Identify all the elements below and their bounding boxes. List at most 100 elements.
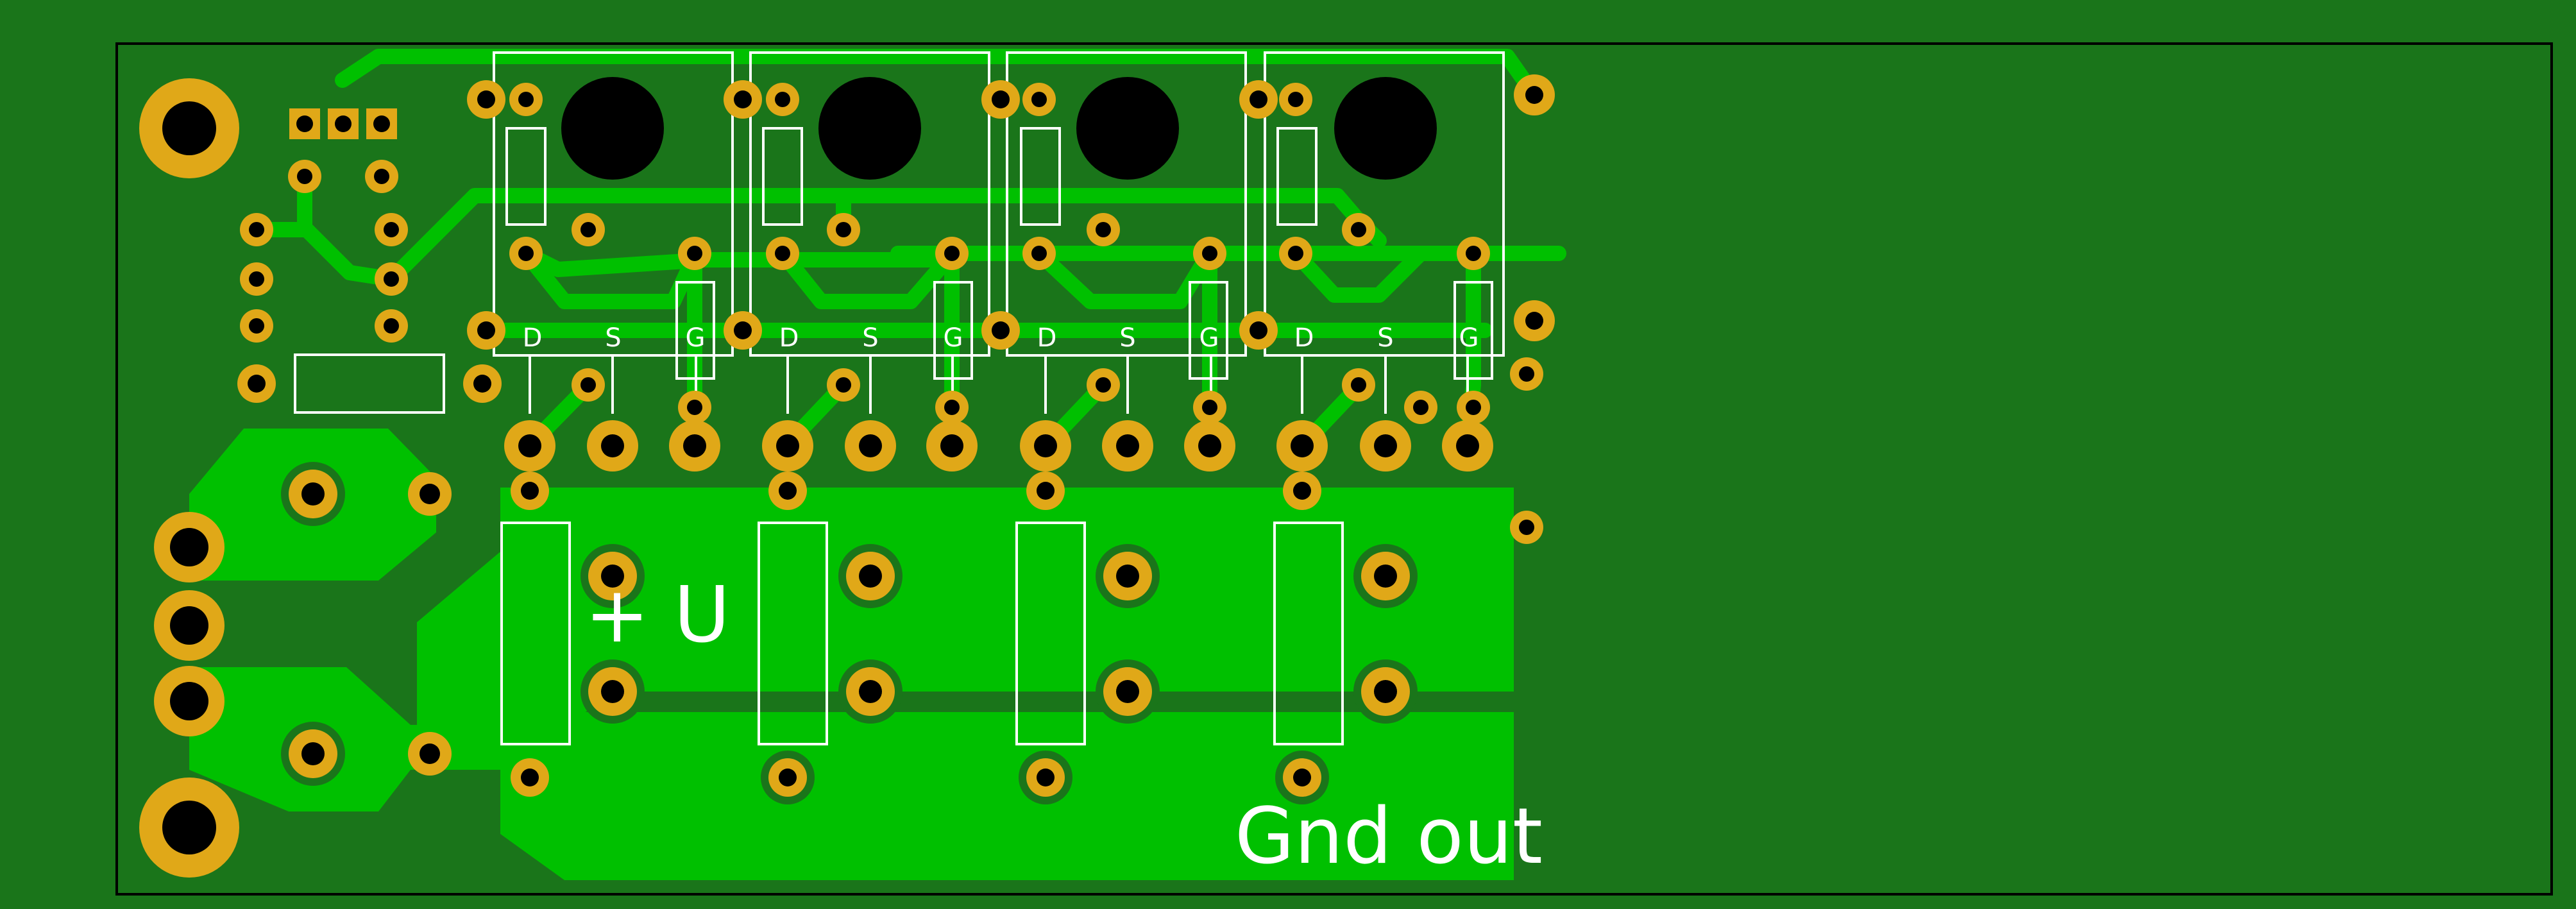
pin-label-s: S (1377, 323, 1393, 353)
transistor-outline-3 (1006, 51, 1247, 357)
drain-pad-hole (776, 434, 799, 457)
source-pad-hole (1116, 434, 1139, 457)
transistor-tab-pad-top-hole (734, 90, 752, 108)
left-pad-hole (384, 222, 399, 237)
gate-resistor-pad-top-hole (944, 246, 960, 261)
right-pad-hole (1519, 366, 1534, 382)
bias-pad-hole (836, 222, 851, 237)
resistor-pad-top-hole (1031, 92, 1047, 107)
pads (139, 74, 1559, 878)
gate-link-pad-hole (836, 377, 851, 393)
ground-pour (500, 712, 1514, 880)
transistor-tab-pad-top-hole (1250, 90, 1267, 108)
heatsink-holes (561, 77, 1437, 180)
trace-q2-link (775, 246, 960, 309)
left-pour-pad-hole (419, 743, 440, 764)
resistor-gate-4 (1453, 281, 1493, 380)
resistor-vert-4 (1276, 127, 1318, 226)
heatsink-hole-3 (1076, 77, 1179, 180)
mounting-hole-top-hole (162, 101, 216, 155)
pin-label-s: S (605, 323, 621, 353)
left-pad-hole (384, 271, 399, 287)
bus-pad-top-hole (601, 565, 624, 588)
bus-pad-top-hole (1116, 565, 1139, 588)
right-pad-hole (1525, 312, 1543, 330)
gate-resistor-pad-bottom-hole (687, 400, 702, 415)
pin-label-g: G (1199, 323, 1219, 353)
bus-pad-bottom-hole (1116, 680, 1139, 703)
board-outline (115, 42, 2553, 896)
power-resistor-pad-top-hole (521, 482, 539, 500)
left-pour-pad-hole (419, 484, 440, 504)
pin-label-d: D (779, 323, 799, 353)
source-pad-hole (1374, 434, 1397, 457)
power-resistor-pad-bottom-hole (1293, 769, 1311, 786)
bias-pad-hole (1351, 222, 1366, 237)
pin-label-g: G (1459, 323, 1479, 353)
drain-pad-hole (1291, 434, 1314, 457)
resistor-pad-right-hole (473, 375, 491, 393)
gate-link-pad-hole (1096, 377, 1111, 393)
power-resistor-pad-bottom-hole (1037, 769, 1055, 786)
power-label: + U (585, 571, 731, 660)
pin-label-d: D (523, 323, 543, 353)
header-pad-2-hole (335, 115, 352, 132)
right-pad-hole (1413, 400, 1428, 415)
resistor-pad-top-hole (775, 92, 790, 107)
resistor-power-1 (500, 522, 571, 745)
gate-resistor-pad-bottom-hole (1202, 400, 1217, 415)
drain-pad-hole (518, 434, 541, 457)
resistor-horizontal (294, 353, 445, 414)
drain-pad-hole (1034, 434, 1057, 457)
power-resistor-pad-top-hole (779, 482, 797, 500)
resistor-gate-3 (1189, 281, 1228, 380)
resistor-vert-2 (762, 127, 803, 226)
gate-resistor-pad-top-hole (1202, 246, 1217, 261)
transistor-outline-4 (1264, 51, 1505, 357)
right-pad-hole (1519, 520, 1534, 535)
gate-pad-hole (1198, 434, 1221, 457)
power-pour (417, 488, 1514, 770)
resistor-vert-3 (1020, 127, 1061, 226)
left-pad-hole (384, 318, 399, 334)
resistor-power-2 (758, 522, 828, 745)
transistor-outline-1 (493, 51, 734, 357)
bus-pad-bottom-hole (601, 680, 624, 703)
power-resistor-pad-bottom-hole (779, 769, 797, 786)
left-pad-hole (249, 222, 264, 237)
transistor-tab-pad-bottom-hole (734, 321, 752, 339)
trace-gate-bus (518, 246, 1566, 277)
resistor-pad-top-hole (518, 92, 534, 107)
gate-resistor-pad-top-hole (687, 246, 702, 261)
power-pad-top-hole (170, 528, 208, 566)
heatsink-hole-4 (1334, 77, 1437, 180)
bus-pad-top-hole (1374, 565, 1397, 588)
silkscreen-labels: D S G D S G D S G D S G + U Gnd out (523, 323, 1543, 881)
copper-pours (189, 429, 1514, 880)
bias-pad-hole (1096, 222, 1111, 237)
pin-label-d: D (1294, 323, 1314, 353)
gate-link-pad-hole (1351, 377, 1366, 393)
heatsink-hole-2 (818, 77, 921, 180)
transistor-tab-pad-top-hole (992, 90, 1010, 108)
via-pad-hole (374, 169, 389, 184)
bus-pad-top-hole (859, 565, 882, 588)
resistor-power-3 (1015, 522, 1086, 745)
left-pad-hole (249, 271, 264, 287)
header-pad-1-hole (296, 115, 313, 132)
resistor-pad-bottom-hole (1031, 246, 1047, 261)
trace-top-bus (335, 49, 1542, 103)
left-pad-hole (249, 318, 264, 334)
power-resistor-pad-top-hole (1293, 482, 1311, 500)
bias-pad-hole (580, 222, 596, 237)
resistor-vert-1 (505, 127, 547, 226)
right-pad-hole (1525, 86, 1543, 104)
gate-pad-hole (683, 434, 706, 457)
gate-pad-hole (1456, 434, 1479, 457)
transistor-tab-pad-bottom-hole (1250, 321, 1267, 339)
trace-q3-link (1031, 246, 1217, 309)
gate-resistor-pad-bottom-hole (944, 400, 960, 415)
resistor-pad-top-hole (1288, 92, 1303, 107)
left-pour-pad-hole (301, 482, 325, 505)
